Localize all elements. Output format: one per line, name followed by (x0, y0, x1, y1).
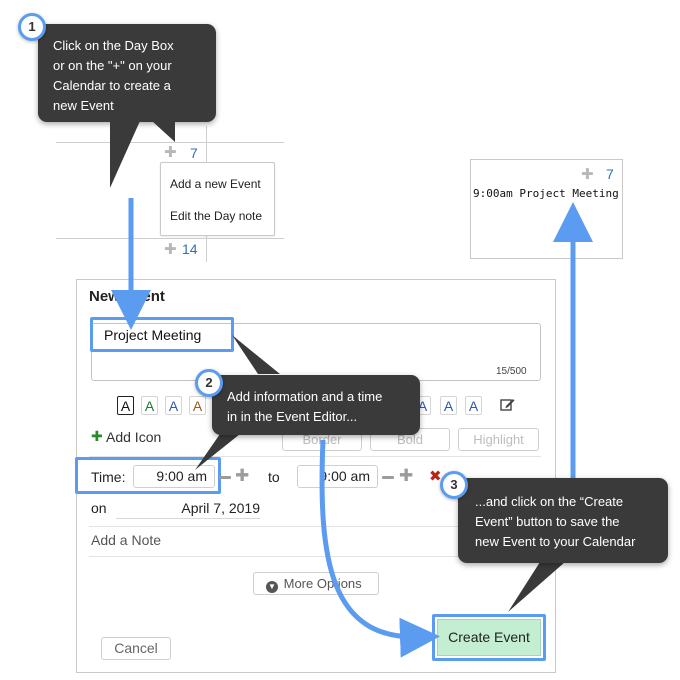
text-style-swatch[interactable]: A (117, 396, 134, 415)
more-options-button[interactable]: ▼ More Options (253, 572, 379, 595)
event-title-input[interactable] (91, 323, 541, 381)
callout-line: in in the Event Editor... (227, 409, 358, 424)
text-style-swatch[interactable]: A (189, 396, 206, 415)
day-context-menu: Add a new Event Edit the Day note (160, 162, 275, 236)
divider (89, 456, 541, 457)
event-entry[interactable]: 9:00am Project Meeting (473, 187, 619, 200)
divider (89, 526, 541, 527)
start-time-plus-icon[interactable]: ✚ (235, 466, 250, 485)
add-event-plus-icon[interactable]: ✚ (164, 241, 177, 258)
callout-step-2: Add information and a time in in the Eve… (212, 375, 420, 435)
callout-step-1: Click on the Day Box or on the "+" on yo… (38, 24, 216, 122)
text-style-swatch[interactable]: A (165, 396, 182, 415)
start-time-input[interactable]: 9:00 am (133, 465, 215, 488)
event-title-value: Project Meeting (104, 327, 202, 343)
remove-time-icon[interactable]: ✖ (429, 468, 442, 485)
cancel-button[interactable]: Cancel (101, 637, 171, 660)
edit-pencil-icon[interactable] (499, 396, 515, 412)
grid-line (56, 238, 284, 239)
add-icon-plus-icon[interactable]: ✚ (91, 428, 103, 444)
day-number[interactable]: 7 (190, 145, 198, 161)
highlight-button[interactable]: Highlight (458, 428, 539, 451)
step-badge: 3 (440, 471, 468, 499)
callout-line: Add information and a time (227, 389, 383, 404)
callout-line: Event” button to save the (475, 514, 620, 529)
on-label: on (91, 500, 107, 516)
day-box-preview[interactable]: ✚ 7 9:00am Project Meeting (470, 159, 623, 259)
callout-line: Calendar to create a (53, 78, 171, 93)
menu-item-edit-day-note[interactable]: Edit the Day note (170, 209, 263, 223)
add-icon-link[interactable]: Add Icon (106, 429, 162, 445)
note-field[interactable]: Add a Note (91, 532, 162, 548)
callout-line: or on the "+" on your (53, 58, 172, 73)
callout-line: ...and click on the “Create (475, 494, 624, 509)
text-style-swatch[interactable]: A (465, 396, 482, 415)
add-event-plus-icon[interactable]: ✚ (581, 166, 594, 183)
add-event-plus-icon[interactable]: ✚ (164, 144, 177, 161)
callout-line: Click on the Day Box (53, 38, 174, 53)
end-time-minus-icon[interactable] (382, 476, 394, 479)
time-label: Time: (91, 469, 126, 485)
menu-item-add-event[interactable]: Add a new Event (170, 177, 261, 191)
to-label: to (268, 469, 280, 485)
day-number: 7 (606, 166, 614, 182)
more-options-label: More Options (283, 576, 362, 591)
step-badge: 2 (195, 369, 223, 397)
callout-step-3: ...and click on the “Create Event” butto… (458, 478, 668, 563)
title-highlight-frame (90, 317, 234, 352)
text-style-swatch[interactable]: A (141, 396, 158, 415)
date-field[interactable]: April 7, 2019 (116, 498, 260, 519)
time-highlight-frame (75, 457, 221, 494)
arrow-to-create (319, 439, 440, 658)
day-number[interactable]: 14 (182, 241, 198, 257)
grid-line (56, 142, 284, 143)
callout-line: new Event to your Calendar (475, 534, 636, 549)
end-time-input[interactable]: 9:00 am (297, 465, 378, 488)
start-time-minus-icon[interactable] (219, 476, 231, 479)
divider (89, 556, 541, 557)
text-style-swatch[interactable]: A (440, 396, 457, 415)
char-count: 15/500 (496, 366, 527, 377)
create-event-button[interactable]: Create Event (437, 619, 541, 656)
step-badge: 1 (18, 13, 46, 41)
chevron-down-circle-icon: ▼ (266, 581, 278, 593)
end-time-plus-icon[interactable]: ✚ (399, 466, 414, 485)
callout-line: new Event (53, 98, 114, 113)
